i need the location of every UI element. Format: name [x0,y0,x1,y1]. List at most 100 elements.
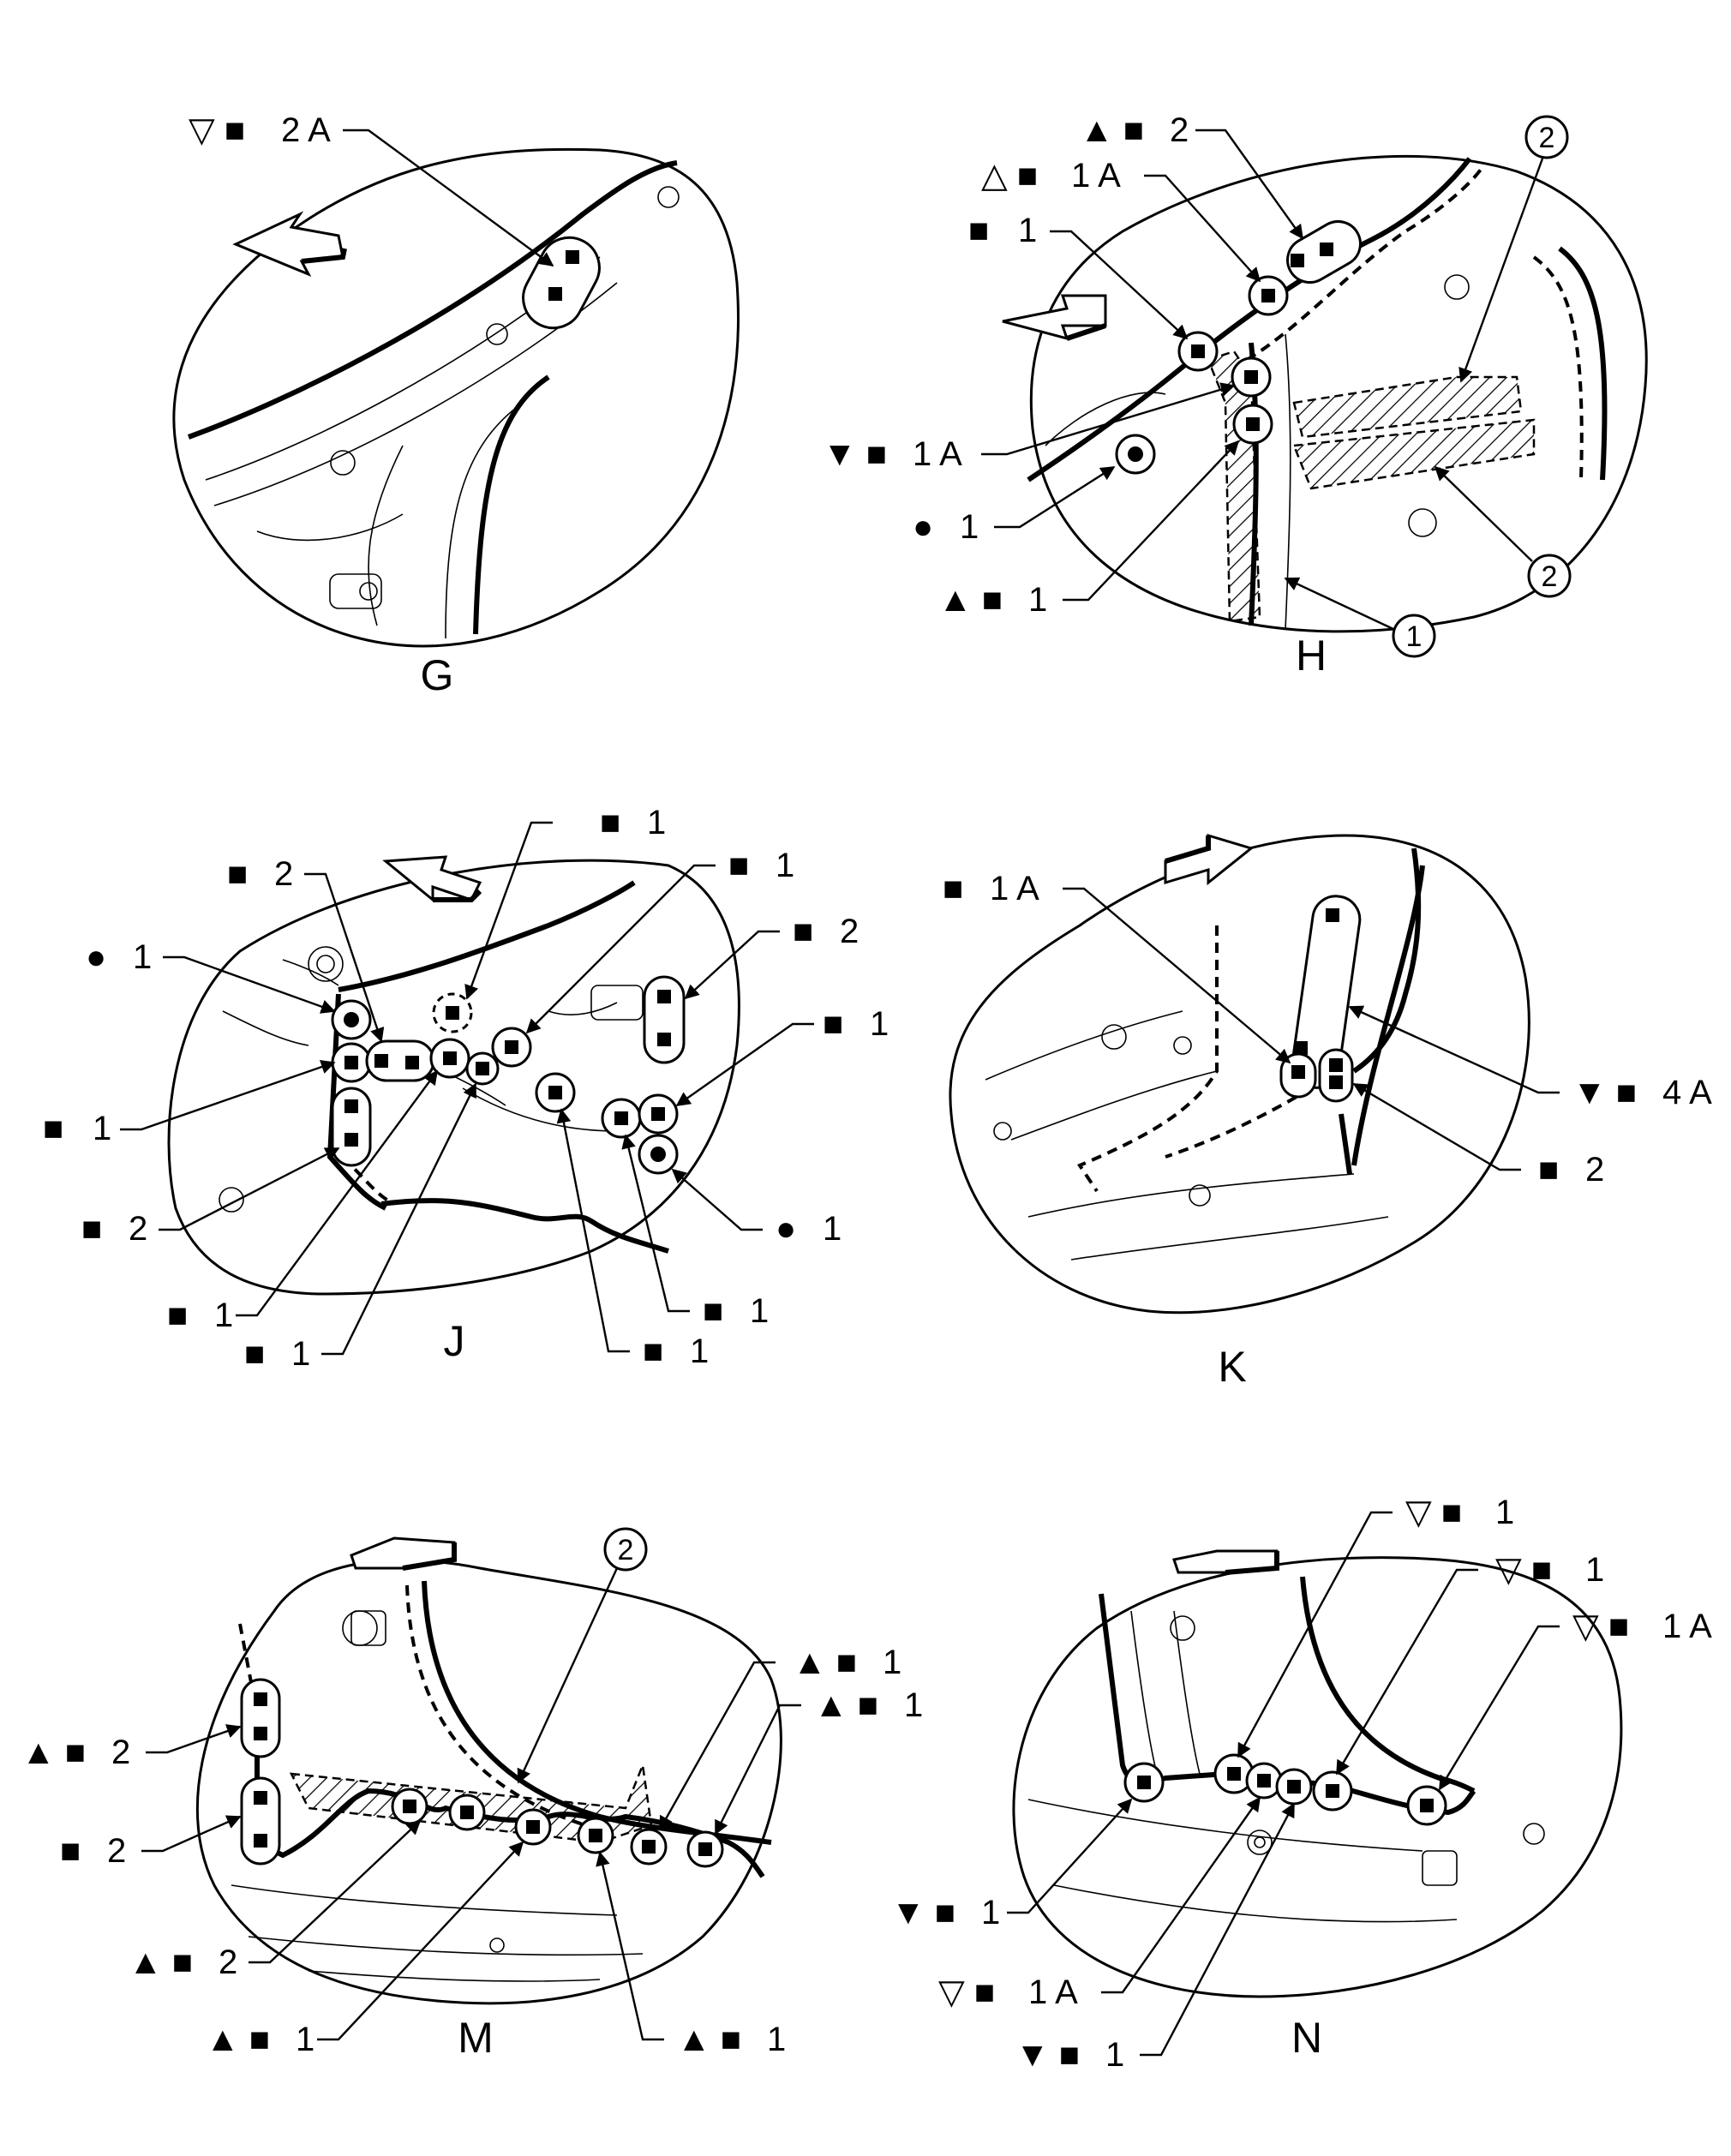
panel-m-callout-4-label: 2 [107,1832,126,1870]
panel-j-callout-8-label: 1 [823,1210,842,1248]
panel-j-callout-6-symbols: ■ [43,1110,63,1147]
panel-h-roof-rail [1027,157,1472,482]
panel-k-callout-3-label: 2 [1585,1151,1604,1189]
circle-callout-icon [1524,115,1569,159]
panel-m-callout-2-label: 1 [904,1686,923,1724]
panel-n-callout-5-symbols: ▽ ■ [938,1973,995,2011]
front-direction-arrow-icon [1172,1549,1279,1575]
panel-m-letter: M [458,2014,494,2062]
panel-j-callout-0-symbols: ■ [227,855,248,893]
panel-j-callout-2-label: 1 [776,847,794,884]
panel-m-callout-7-label: 1 [767,2021,786,2058]
panel-j-callout-5-label: 1 [870,1005,889,1043]
panel-m-circled-number-1: 2 [618,1534,634,1566]
panel-j-callout-12-symbols: ■ [643,1333,663,1370]
panel-n-callout-1-symbols: ▽ ■ [1405,1494,1462,1531]
panel-m-callout-2-symbols: ▲ ■ [814,1686,878,1724]
panel-h-circled-number-3: 1 [1406,620,1423,653]
circle-callout-icon [1392,614,1436,658]
panel-n-callout-1-label: 1 [1495,1494,1514,1531]
panel-n-callout-2-symbols: ▽ ■ [1495,1551,1552,1589]
panel-h-callout-2-symbols: △ ■ [981,157,1038,195]
panel-h-callout-4-symbols: ▼ ■ [823,435,887,473]
panel-j-callout-12-label: 1 [690,1333,709,1370]
panel-j-callout-3-label: 2 [840,913,859,950]
panel-m-callout-5-symbols: ▲ ■ [129,1943,193,1981]
panel-g-pillar [473,374,550,635]
panel-j-callout-1-label: 1 [647,804,666,841]
panel-k-callout-3-symbols: ■ [1538,1151,1559,1189]
panel-j-callout-7-label: 2 [129,1210,147,1248]
panel-m-callout-6-symbols: ▲ ■ [206,2021,270,2058]
panel-g-roof-rail [187,160,678,440]
panel-h-circled-number-1: 2 [1539,122,1555,154]
panel-m-callout-1-label: 1 [883,1644,901,1681]
panel-m-callout-7-symbols: ▲ ■ [677,2021,741,2058]
panel-n-letter: N [1291,2014,1322,2062]
panel-n-callout-4-label: 1 [981,1894,1000,1931]
panel-j-callout-11-label: 1 [750,1292,769,1330]
panel-n-callout-4-symbols: ▼ ■ [891,1894,955,1931]
panel-j-callout-3-symbols: ■ [793,913,813,950]
panel-m-callout-5-label: 2 [219,1943,237,1981]
panel-j-callout-5-symbols: ■ [823,1005,843,1043]
panel-h-callout-4-label: 1 A [913,435,962,473]
panel-k-letter: K [1218,1343,1246,1391]
panel-k-outline [949,834,1530,1315]
panel-g-weld-group [522,236,601,330]
panel-j-callout-10-symbols: ■ [244,1335,265,1373]
panel-m-callout-3-symbols: ▲ ■ [21,1734,86,1771]
panel-n-callout-5-label: 1 A [1028,1973,1078,2011]
panel-h-circled-number-2: 2 [1542,560,1558,593]
front-direction-arrow-icon [382,855,482,903]
panel-n-callout-3-symbols: ▽ ■ [1572,1608,1629,1645]
panel-k-callout-2-symbols: ▼ ■ [1572,1074,1637,1111]
panel-j-callout-1-symbols: ■ [600,804,620,841]
panel-k-callout-1-symbols: ■ [943,870,963,907]
panel-h-callout-1-symbols: ▲ ■ [1080,111,1144,149]
panel-n-callout-6-symbols: ▼ ■ [1015,2036,1080,2074]
panel-m-outline [195,1559,782,2005]
panel-j-outline [167,859,740,1296]
panel-g-letter: G [421,651,454,699]
panel-m: ▲ ■ 1 ▲ ■ 1 ▲ ■ 2 ■ 2 ▲ ■ 2 ▲ ■ 1 ▲ ■ 1 … [21,1527,923,2062]
panel-n-callout-2-label: 1 [1585,1551,1604,1589]
panel-j-callout-4-symbols: ● [86,938,106,976]
panel-h-outline [1029,154,1648,633]
panel-j-letter: J [444,1317,465,1365]
panel-h-callout-6-symbols: ▲ ■ [938,581,1003,619]
circle-callout-icon [603,1527,648,1572]
panel-k-callout-2-label: 4 A [1662,1074,1712,1111]
panel-m-callout-6-label: 1 [296,2021,314,2058]
panel-n: ▽ ■ 1 ▽ ■ 1 ▽ ■ 1 A ▼ ■ 1 ▽ ■ 1 A ▼ ■ 1 … [891,1494,1712,2074]
circle-callout-icon [1527,554,1572,598]
panel-k: ■ 1 A ▼ ■ 4 A ■ 2 K [943,833,1712,1391]
panel-m-callout-1-symbols: ▲ ■ [793,1644,857,1681]
panel-n-outline [1012,1556,1623,1998]
panel-m-callout-4-symbols: ■ [60,1832,81,1870]
panel-j-callout-2-symbols: ■ [728,847,749,884]
front-direction-arrow-icon [1164,833,1255,886]
panel-h: ▲ ■ 2 △ ■ 1 A ■ 1 ▼ ■ 1 A ● 1 ▲ ■ 1 2 2 … [823,111,1648,680]
spot-weld-square-icon [548,287,562,301]
panel-h-callout-5-symbols: ● [913,508,933,546]
panel-j-callout-11-symbols: ■ [703,1292,723,1330]
panel-n-callout-3-label: 1 A [1662,1608,1712,1645]
panel-h-callout-6-label: 1 [1028,581,1047,619]
panel-j-callout-8-symbols: ● [776,1210,796,1248]
panel-j-callout-4-label: 1 [133,938,152,976]
panel-j-callout-9-label: 1 [214,1297,233,1334]
panel-j-callout-7-symbols: ■ [81,1210,102,1248]
panel-h-hatched-panel-upper [1292,375,1523,439]
panel-g-callout-1-symbols: ▽ ■ [189,111,245,149]
panel-h-callout-5-label: 1 [960,508,979,546]
panel-j-callout-10-label: 1 [291,1335,310,1373]
panel-g-outline [172,147,740,648]
panel-h-callout-1-label: 2 [1170,111,1189,149]
panel-n-callout-6-label: 1 [1105,2036,1124,2074]
panel-k-callout-1-label: 1 A [990,870,1039,907]
panel-j-callout-9-symbols: ■ [167,1297,188,1334]
spot-weld-square-icon [566,250,579,264]
panel-h-letter: H [1296,632,1327,680]
